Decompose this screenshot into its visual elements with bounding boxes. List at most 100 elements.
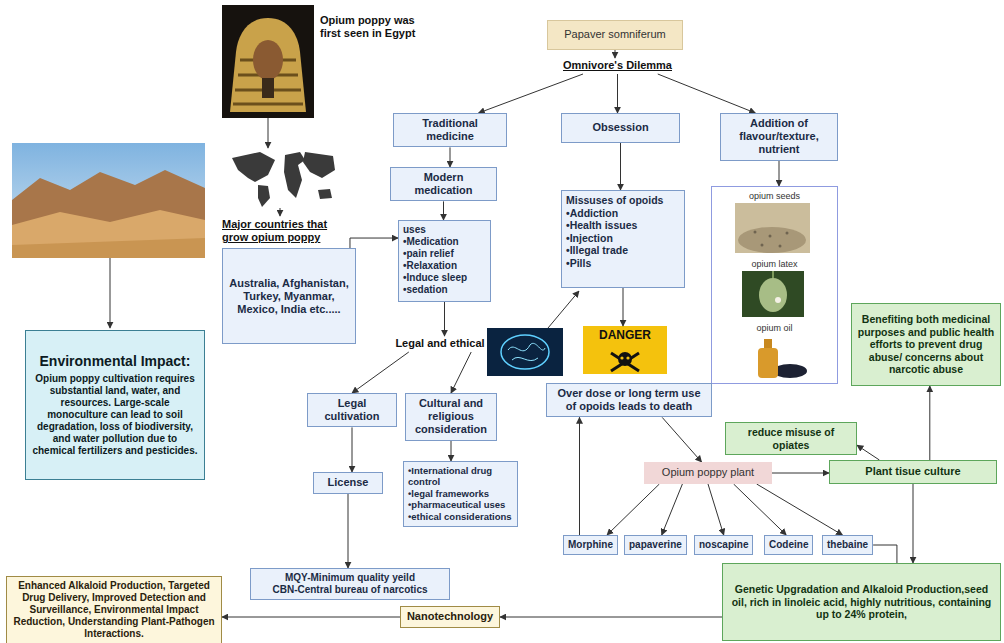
connector-arrow: [352, 352, 409, 393]
process-box: MQY-Minimum quality yeildCBN-Central bur…: [250, 568, 450, 600]
pharaoh-photo: [230, 18, 306, 112]
connector-arrow: [757, 484, 843, 535]
connector-arrow: [873, 545, 897, 563]
connector-arrow: [350, 238, 398, 248]
box-line: •Addiction: [566, 207, 618, 220]
box-text: Codeine: [769, 539, 808, 551]
box-line: •Induce sleep: [403, 272, 467, 284]
box-text: Morphine: [568, 539, 613, 551]
world-map: [303, 152, 335, 178]
connector-arrow: [658, 74, 756, 113]
theme-heading: Omnivore's Dilemma: [560, 58, 675, 74]
box-line: •pharmaceutical uses: [408, 499, 505, 510]
box-line: •sedation: [403, 284, 448, 296]
box-text: DANGER: [599, 328, 651, 342]
desert-photo: [12, 170, 205, 258]
pharaoh-photo: [222, 5, 314, 118]
list-box: •International drug control•legal framew…: [403, 461, 518, 527]
box-text: Papaver somniferum: [564, 28, 666, 41]
brain-picture: [508, 343, 545, 360]
box-line: •Medication: [403, 236, 459, 248]
box-line: CBN-Central bureau of narcotics: [272, 584, 427, 596]
process-box: Legal cultivation: [307, 393, 397, 427]
connector-arrow: [451, 352, 471, 393]
country-box-frame: Australia, Afghanistan, Turkey, Myanmar,…: [222, 248, 356, 344]
impact-box: Environmental Impact:Opium poppy cultiva…: [25, 330, 205, 480]
box-line: •Pills: [566, 257, 591, 270]
connector-arrow: [772, 473, 829, 474]
seeds-photo: [761, 244, 764, 247]
box-text: Missuses of opoids: [566, 194, 663, 207]
connector-arrow: [443, 201, 444, 220]
connector-arrow: [662, 417, 701, 462]
danger-sign: [583, 326, 667, 374]
connector-arrow: [348, 494, 349, 568]
box-text: MQY-Minimum quality yeild: [285, 572, 415, 584]
alkaloid-box: Morphine: [563, 535, 618, 555]
box-text: Obsession: [592, 121, 648, 134]
connector-arrow: [857, 445, 879, 460]
seeds-photo: [754, 231, 757, 234]
box-line: •pain relief: [403, 248, 454, 260]
desert-photo: [12, 238, 205, 258]
world-map: [284, 152, 305, 198]
seeds-photo: [735, 203, 810, 253]
application-box: Enhanced Alkaloid Production, Targeted D…: [6, 576, 222, 643]
box-text: Legal and ethical: [395, 337, 484, 350]
oil-photo: [773, 364, 807, 378]
box-text: •International drug control: [408, 465, 513, 488]
box-line: •Illegal trade: [566, 244, 628, 257]
connector-arrow: [929, 386, 930, 460]
box-heading: Major countries that grow opium poppy: [222, 218, 336, 244]
box-line: •Health issues: [566, 219, 637, 232]
seeds-photo: [779, 245, 782, 248]
danger-sign: [611, 353, 639, 371]
pharaoh-photo: [262, 78, 274, 98]
oil-photo: [758, 339, 807, 378]
box-text: Enhanced Alkaloid Production, Targeted D…: [11, 580, 217, 640]
box-line: •ethical considerations: [408, 511, 512, 522]
connector-arrow: [913, 484, 914, 563]
box-text: Nanotechnology: [407, 610, 493, 623]
process-box: License: [313, 472, 383, 494]
process-box: Traditional medicine: [393, 113, 507, 147]
oil-photo: [764, 339, 772, 349]
brain-picture: [487, 328, 563, 376]
box-line: •Relaxation: [403, 260, 457, 272]
box-line: •Injection: [566, 232, 613, 245]
seeds-photo: [786, 232, 789, 235]
connector-arrow: [500, 617, 722, 618]
seeds-photo: [769, 235, 772, 238]
danger-sign: [618, 352, 632, 366]
alkaloid-box: Codeine: [764, 535, 813, 555]
box-text: Omnivore's Dilemma: [563, 59, 672, 72]
benefit-box: Benefiting both medicinal purposes and p…: [851, 303, 1001, 386]
image-caption: Opium poppy was first seen in Egypt: [320, 14, 438, 40]
leader-arrows: [110, 258, 111, 328]
latex-photo: [775, 297, 781, 303]
alkaloid-box: thebaine: [822, 535, 873, 555]
pharaoh-photo: [253, 40, 283, 80]
connector-arrow: [607, 484, 659, 535]
danger-sign: [583, 326, 667, 374]
box-line: •legal frameworks: [408, 488, 489, 499]
leader-arrows: [280, 208, 281, 216]
desert-photo: [12, 143, 205, 258]
box-text: Addition of flavour/texture, nutrient: [725, 117, 833, 157]
box-text: noscapine: [699, 539, 748, 551]
seeds-photo: [735, 203, 810, 253]
latex-photo: [759, 278, 787, 312]
desert-photo: [12, 143, 205, 258]
method-box: Nanotechnology: [400, 606, 500, 628]
leader-arrows: [548, 291, 579, 328]
process-box: Cultural and religious consideration: [405, 393, 497, 441]
image-caption: Opium poppy was first seen in Egypt: [320, 14, 438, 40]
connector-arrow: [352, 427, 353, 472]
box-text: License: [328, 476, 369, 489]
pharaoh-photo: [222, 5, 314, 118]
latex-photo: [742, 271, 804, 317]
box-text: Over dose or long term use of opoids lea…: [551, 387, 707, 413]
world-map: [232, 152, 335, 207]
plant-box: Opium poppy plant: [644, 462, 772, 484]
